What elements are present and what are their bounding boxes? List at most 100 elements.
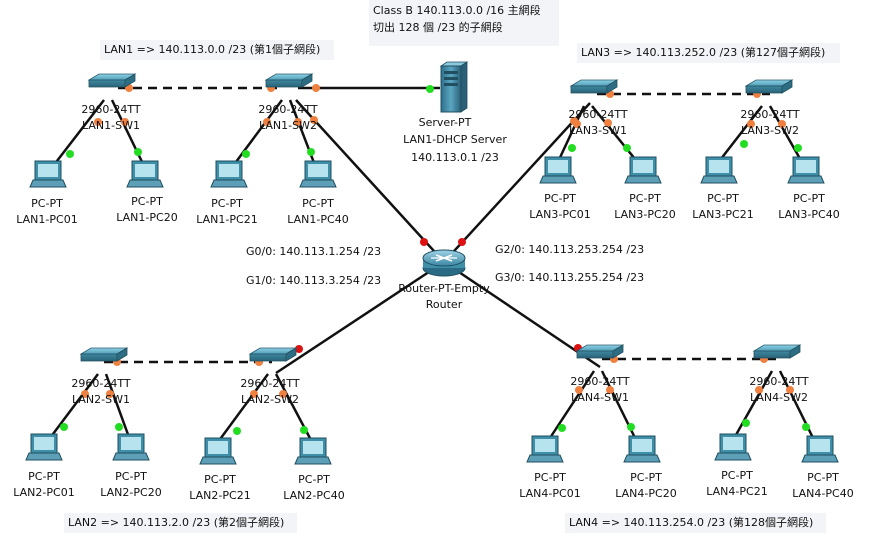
lan1-pc01-model: PC-PT — [31, 197, 63, 210]
cable-lan3-sw1-router[interactable] — [443, 102, 591, 263]
cable-lan2-sw2-pc21[interactable] — [216, 373, 270, 443]
lan4-pc20-model: PC-PT — [630, 471, 662, 484]
lan1-pc40-model: PC-PT — [302, 197, 334, 210]
pc-lan3-pc21[interactable] — [700, 156, 738, 184]
classb-line2: 切出 128 個 /23 的子網段 — [373, 21, 503, 34]
router-device[interactable] — [422, 249, 466, 277]
server-labels: Server-PT LAN1-DHCP Server 140.113.0.1 /… — [403, 116, 507, 164]
pc-lan1-pc01[interactable] — [29, 160, 67, 188]
lan3-pc20-name: LAN3-PC20 — [614, 208, 675, 221]
lan1-sw2-name: LAN1-SW2 — [259, 119, 317, 132]
lan2-note: LAN2 => 140.113.2.0 /23 (第2個子網段) — [64, 513, 297, 533]
lan3-pc21-name: LAN3-PC21 — [692, 208, 753, 221]
cable-lan3-sw2-pc40[interactable] — [768, 105, 805, 165]
lan3-pc01-name: LAN3-PC01 — [529, 208, 590, 221]
lan2-sw2-model: 2960-24TT — [240, 377, 299, 390]
pc-lan4-pc20[interactable] — [623, 435, 661, 463]
lan1-pc21-name: LAN1-PC21 — [196, 213, 257, 226]
lan3-pc01-model: PC-PT — [544, 192, 576, 205]
cable-lan1-sw1-pc20[interactable] — [110, 99, 147, 169]
lan4-pc21-name: LAN4-PC21 — [706, 485, 767, 498]
lan4-pc20-name: LAN4-PC20 — [615, 487, 676, 500]
lan4-pc40-model: PC-PT — [807, 471, 839, 484]
cable-lan2-sw1-pc01[interactable] — [46, 373, 99, 443]
pc-lan3-pc01[interactable] — [539, 156, 577, 184]
lan2-pc21-model: PC-PT — [204, 473, 236, 486]
cable-lan4-sw1-router[interactable] — [443, 260, 601, 369]
cable-lan4-sw2-pc21[interactable] — [730, 370, 774, 443]
lan2-sw2-name: LAN2-SW2 — [241, 393, 299, 406]
lan1-pc20-name: LAN1-PC20 — [116, 211, 177, 224]
lan3-sw1-name: LAN3-SW1 — [569, 124, 627, 137]
pc-lan2-pc20[interactable] — [112, 433, 150, 461]
pc-lan3-pc20[interactable] — [624, 156, 662, 184]
cable-lan1-sw2-router[interactable] — [295, 99, 445, 263]
switch-lan2-sw2[interactable] — [248, 347, 298, 362]
lan3-sw2-name: LAN3-SW2 — [741, 124, 799, 137]
switch-lan3-sw1[interactable] — [569, 79, 619, 94]
pc-lan1-pc21[interactable] — [210, 160, 248, 188]
lan1-sw1-name: LAN1-SW1 — [82, 119, 140, 132]
pc-lan4-pc21[interactable] — [714, 433, 752, 461]
lan2-pc20-name: LAN2-PC20 — [100, 486, 161, 499]
cable-lan3-sw1-pc01[interactable] — [555, 105, 586, 165]
lan4-sw2-model: 2960-24TT — [749, 375, 808, 388]
switch-lan1-sw2[interactable] — [264, 73, 314, 88]
cable-lan4-sw1-pc20[interactable] — [600, 370, 640, 445]
lan3-sw2-model: 2960-24TT — [740, 108, 799, 121]
lan1-pc40-name: LAN1-PC40 — [287, 213, 348, 226]
server-lan1-dhcp[interactable] — [439, 61, 469, 113]
cable-lan1-sw2-pc40[interactable] — [288, 99, 318, 169]
lan4-sw1-model: 2960-24TT — [570, 375, 629, 388]
cable-lan1-sw1-pc01[interactable] — [49, 99, 105, 171]
cable-lan2-sw1-pc20[interactable] — [104, 373, 132, 441]
lan1-pc20-model: PC-PT — [131, 195, 163, 208]
lan3-sw1-model: 2960-24TT — [568, 108, 627, 121]
lan4-sw1-name: LAN4-SW1 — [571, 391, 629, 404]
router-g10-label: G1/0: 140.113.3.254 /23 — [246, 274, 381, 287]
cable-lan2-sw2-router[interactable] — [275, 260, 445, 375]
pc-lan1-pc20[interactable] — [126, 160, 164, 188]
server-ip: 140.113.0.1 /23 — [411, 151, 499, 164]
cable-lan4-sw1-pc01[interactable] — [544, 370, 596, 445]
switch-lan3-sw2[interactable] — [744, 79, 794, 94]
pc-lan2-pc01[interactable] — [25, 433, 63, 461]
pcs — [25, 156, 839, 465]
cable-lan3-sw1-pc20[interactable] — [591, 105, 640, 165]
switch-labels: 2960-24TT LAN1-SW1 2960-24TT LAN1-SW2 29… — [71, 103, 808, 406]
switch-lan2-sw1[interactable] — [79, 347, 129, 362]
interface-labels: G0/0: 140.113.1.254 /23 G1/0: 140.113.3.… — [246, 243, 644, 287]
classb-line1: Class B 140.113.0.0 /16 主網段 — [373, 4, 541, 17]
server-model: Server-PT — [419, 116, 472, 129]
cable-lan4-sw2-pc40[interactable] — [778, 370, 818, 445]
lan4-sw2-name: LAN4-SW2 — [750, 391, 808, 404]
switch-lan1-sw1[interactable] — [87, 73, 137, 88]
lan2-pc40-name: LAN2-PC40 — [283, 489, 344, 502]
pc-lan4-pc01[interactable] — [526, 435, 564, 463]
router-name: Router — [426, 298, 463, 311]
lan1-sw2-model: 2960-24TT — [258, 103, 317, 116]
router-g00-label: G0/0: 140.113.1.254 /23 — [246, 245, 381, 258]
lan2-pc21-name: LAN2-PC21 — [189, 489, 250, 502]
lan2-sw1-name: LAN2-SW1 — [72, 393, 130, 406]
router-model: Router-PT-Empty — [398, 282, 490, 295]
lan2-pc01-name: LAN2-PC01 — [13, 486, 74, 499]
pc-lan1-pc40[interactable] — [299, 160, 337, 188]
lan1-note: LAN1 => 140.113.0.0 /23 (第1個子網段) — [100, 40, 334, 60]
switch-lan4-sw2[interactable] — [752, 344, 802, 359]
pc-lan4-pc40[interactable] — [801, 435, 839, 463]
cable-lan1-sw2-pc21[interactable] — [228, 99, 284, 171]
cable-lan3-sw2-pc21[interactable] — [716, 105, 763, 165]
lan1-pc21-model: PC-PT — [211, 197, 243, 210]
pc-lan3-pc40[interactable] — [787, 156, 825, 184]
pc-lan2-pc21[interactable] — [199, 437, 237, 465]
pc-lan2-pc40[interactable] — [294, 437, 332, 465]
lan1-pc01-name: LAN1-PC01 — [16, 213, 77, 226]
lan4-pc01-name: LAN4-PC01 — [519, 487, 580, 500]
lan4-pc21-model: PC-PT — [721, 469, 753, 482]
lan1-sw1-model: 2960-24TT — [81, 103, 140, 116]
router-labels: Router-PT-Empty Router — [398, 282, 490, 311]
router-g20-label: G2/0: 140.113.253.254 /23 — [495, 243, 644, 256]
switch-lan4-sw1[interactable] — [575, 344, 625, 359]
